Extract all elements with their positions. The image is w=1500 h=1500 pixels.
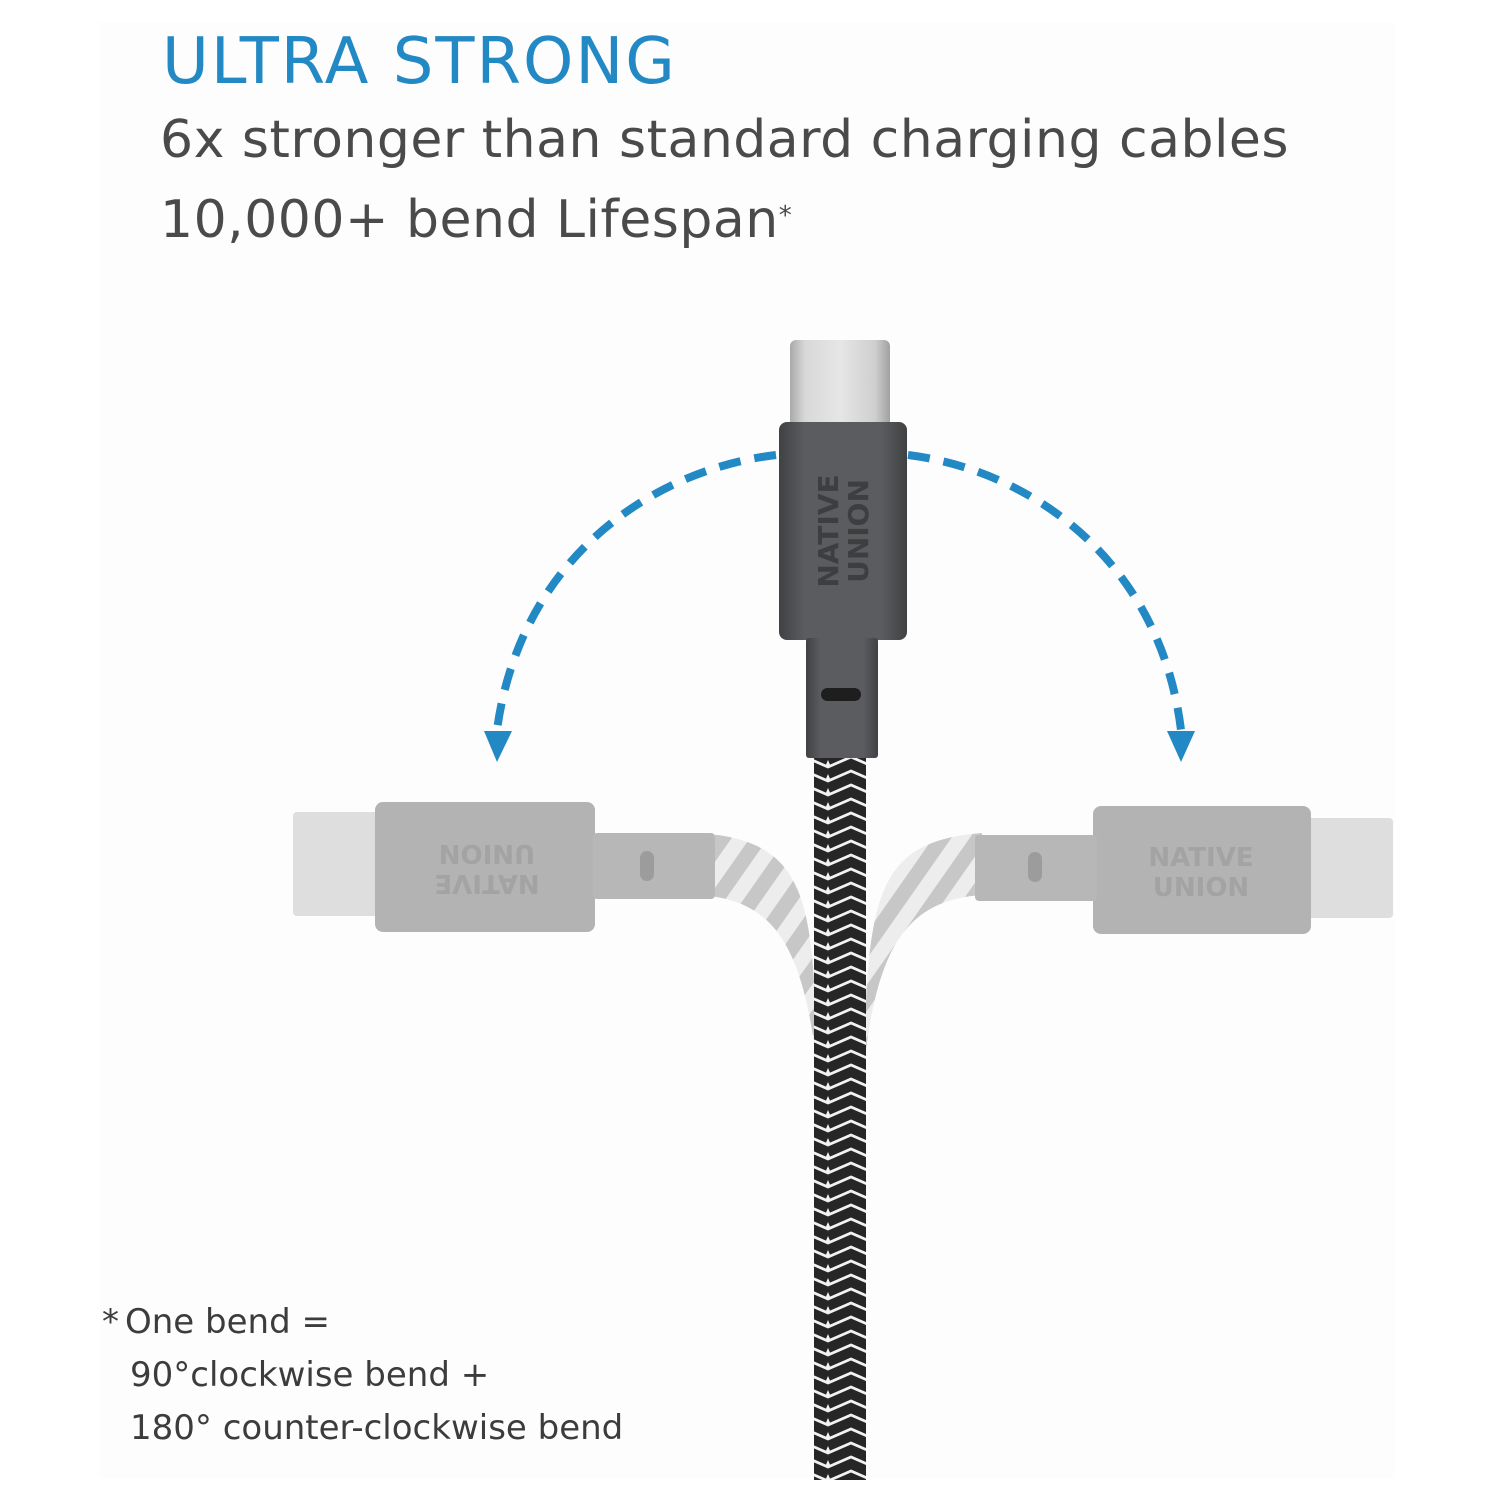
strength-claim: 6x stronger than standard charging cable…	[160, 110, 1289, 170]
footnote: *One bend = 90°clockwise bend + 180° cou…	[102, 1296, 623, 1455]
main-cable	[814, 758, 866, 1480]
headline: ULTRA STRONG	[162, 25, 677, 99]
main-connector: NATIVE UNION	[779, 340, 907, 758]
svg-text:NATIVE: NATIVE	[812, 474, 845, 587]
svg-text:NATIVE: NATIVE	[1148, 843, 1253, 873]
svg-text:NATIVE: NATIVE	[434, 868, 539, 898]
ghost-cable-right	[866, 833, 982, 1050]
footnote-line-1: *One bend =	[102, 1296, 623, 1349]
footnote-text-1: One bend =	[125, 1302, 330, 1342]
footnote-line-2: 90°clockwise bend +	[130, 1355, 490, 1395]
ghost-connector-right: NATIVE UNION	[975, 806, 1393, 934]
svg-text:UNION: UNION	[1153, 873, 1249, 903]
footnote-marker: *	[778, 201, 793, 231]
lifespan-text: 10,000+ bend Lifespan	[160, 190, 779, 250]
bend-right-arrow-icon	[907, 451, 1195, 762]
svg-text:UNION: UNION	[842, 479, 875, 583]
svg-text:UNION: UNION	[439, 838, 535, 868]
footnote-asterisk: *	[102, 1302, 119, 1342]
lifespan-claim: 10,000+ bend Lifespan*	[160, 185, 792, 255]
bend-left-arrow-icon	[484, 451, 777, 762]
ghost-connector-left: NATIVE UNION	[293, 802, 715, 932]
footnote-line-3: 180° counter-clockwise bend	[130, 1408, 624, 1448]
ghost-cable-left	[700, 833, 815, 1050]
